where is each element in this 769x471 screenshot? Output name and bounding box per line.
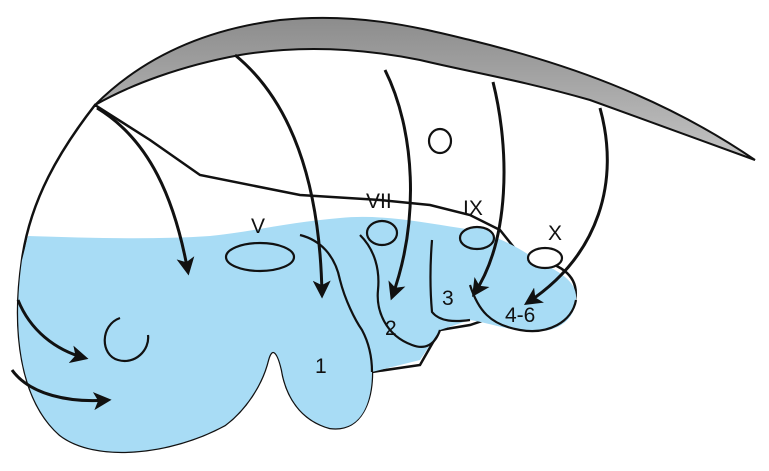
- ganglion-v: [226, 243, 294, 271]
- label-arch-2: 2: [385, 317, 397, 340]
- label-nerve-x: X: [548, 222, 562, 245]
- label-nerve-ix: IX: [463, 197, 483, 220]
- label-arch-1: 1: [315, 355, 327, 378]
- neural-crest-band: [95, 18, 755, 160]
- label-nerve-vii: VII: [366, 190, 392, 213]
- label-nerve-v: V: [251, 215, 265, 238]
- label-arch-4-6: 4-6: [505, 304, 535, 327]
- ganglion-ix: [460, 227, 494, 249]
- ganglion-x: [528, 248, 562, 268]
- ganglion-vii: [367, 221, 397, 245]
- otic-vesicle: [429, 129, 451, 153]
- label-arch-3: 3: [442, 287, 454, 310]
